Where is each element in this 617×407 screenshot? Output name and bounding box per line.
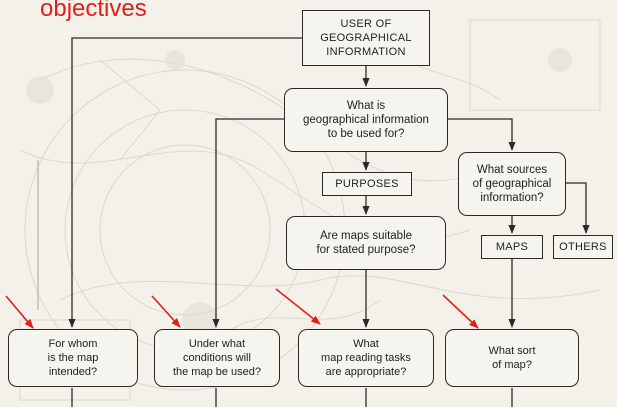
conditions-question-box: Under what conditions will the map be us… [154, 329, 280, 387]
connector-use-to-conditions [212, 118, 284, 328]
use-question-box: What is geographical information to be u… [284, 88, 448, 152]
sources-question-label: What sources of geographical information… [472, 164, 552, 204]
suitability-question-label: Are maps suitable for stated purpose? [316, 230, 416, 256]
maps-label: MAPS [495, 241, 529, 253]
use-question-label: What is geographical information to be u… [303, 100, 429, 140]
tasks-question-box: What map reading tasks are appropriate? [298, 329, 434, 387]
user-box-label: USER OF GEOGRAPHICAL INFORMATION [320, 18, 412, 58]
sort-of-map-question-box: What sort of map? [445, 329, 579, 387]
arrow-to-whom [5, 295, 34, 329]
sort-of-map-question-label: What sort of map? [488, 345, 536, 371]
arrow-to-sort [442, 294, 479, 329]
for-whom-question-label: For whom is the map intended? [47, 338, 99, 378]
user-of-geographical-information-box: USER OF GEOGRAPHICAL INFORMATION [302, 10, 430, 66]
others-box: OTHERS [553, 235, 613, 259]
suitability-question-box: Are maps suitable for stated purpose? [286, 216, 446, 270]
sources-question-box: What sources of geographical information… [458, 152, 566, 216]
others-label: OTHERS [559, 241, 607, 253]
arrow-to-conditions [151, 295, 181, 328]
connector-user-to-whom [68, 37, 302, 328]
conditions-question-label: Under what conditions will the map be us… [172, 338, 262, 378]
purposes-label: PURPOSES [335, 178, 399, 190]
purposes-box: PURPOSES [322, 172, 412, 196]
connector-sources-to-others [566, 182, 590, 234]
connector-use-to-sources [446, 118, 516, 151]
tasks-question-label: What map reading tasks are appropriate? [321, 338, 411, 378]
maps-box: MAPS [481, 235, 543, 259]
slide-heading: objectives [40, 0, 147, 22]
for-whom-question-box: For whom is the map intended? [8, 329, 138, 387]
arrow-to-tasks [275, 288, 321, 325]
